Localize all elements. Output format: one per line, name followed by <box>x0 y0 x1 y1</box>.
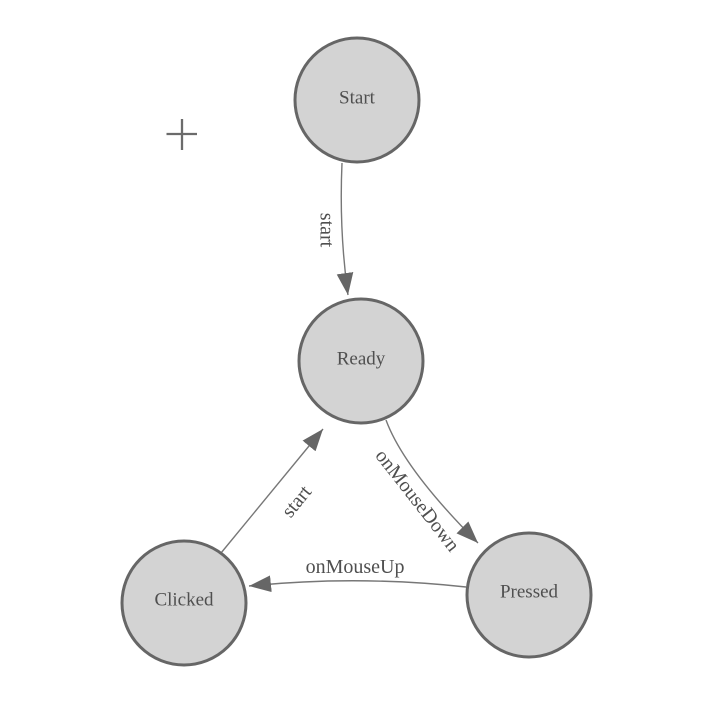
plus-crosshair-icon <box>166 119 197 150</box>
state-label: Ready <box>337 349 386 370</box>
edge-label: onMouseUp <box>306 556 405 578</box>
state-node-pressed[interactable]: Pressed <box>465 531 593 659</box>
edge-path[interactable] <box>220 428 324 554</box>
state-node-clicked[interactable]: Clicked <box>120 539 248 667</box>
transition-clicked-to-ready: start <box>220 428 324 554</box>
edge-path[interactable] <box>248 575 467 593</box>
state-circle[interactable] <box>465 531 593 659</box>
state-circle[interactable] <box>120 539 248 667</box>
edge-label: onMouseDown <box>371 445 464 556</box>
state-node-start[interactable]: Start <box>293 36 421 164</box>
transition-ready-to-pressed: onMouseDown <box>371 419 479 556</box>
state-label: Clicked <box>154 590 214 611</box>
edge-path[interactable] <box>336 162 354 296</box>
edge-label: start <box>277 481 316 522</box>
state-label: Pressed <box>500 582 559 603</box>
state-label: Start <box>339 88 376 109</box>
edge-path[interactable] <box>385 419 479 544</box>
edge-label: start <box>316 213 338 248</box>
transition-start-to-ready: start <box>316 162 354 296</box>
state-circle[interactable] <box>293 36 421 164</box>
state-circle[interactable] <box>297 297 425 425</box>
state-node-ready[interactable]: Ready <box>297 297 425 425</box>
transition-pressed-to-clicked: onMouseUp <box>248 556 467 593</box>
